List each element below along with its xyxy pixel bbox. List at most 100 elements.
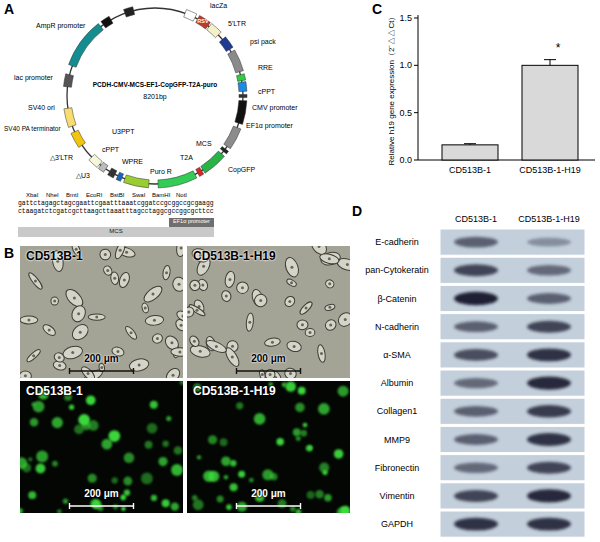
- cell-nucleus: [231, 356, 234, 359]
- cell-nucleus: [290, 266, 293, 269]
- site-label: BamHI: [152, 192, 170, 198]
- protein-band: [454, 518, 498, 531]
- plasmid-feature: [124, 7, 135, 17]
- fluorescent-cell: [221, 456, 231, 466]
- cell: [27, 271, 44, 290]
- cell-nucleus: [301, 323, 304, 326]
- fluorescent-cell: [88, 474, 97, 483]
- cell: [245, 313, 254, 332]
- label-slot: △U3: [76, 172, 90, 179]
- protein-band: [454, 237, 498, 248]
- label-slot: BmtI: [66, 192, 78, 198]
- label-slot: *: [556, 42, 561, 54]
- plasmid-feature: [224, 126, 241, 149]
- cell-nucleus: [290, 281, 293, 284]
- cell-nucleus: [293, 345, 296, 348]
- cell: [286, 340, 303, 354]
- protein-band: [454, 406, 498, 417]
- feature-label: AmpR promoter: [36, 22, 85, 29]
- micrograph-panel: CD513B-1-H19200 μm: [187, 246, 350, 378]
- cell-nucleus: [248, 321, 251, 324]
- label-slot: lac promoter: [14, 74, 53, 81]
- category-label: CD513B-1: [449, 166, 491, 175]
- fluorescent-cell: [174, 446, 183, 455]
- scale-label: 200 μm: [251, 354, 285, 364]
- label-slot: CD513B-1: [455, 215, 497, 224]
- cell-nucleus: [202, 265, 205, 268]
- fluorescent-cell: [270, 473, 277, 480]
- scale-bar: [70, 505, 134, 507]
- label-slot: CopGFP: [228, 166, 255, 173]
- scale-bar-end: [133, 368, 134, 374]
- cell-nucleus: [328, 306, 331, 309]
- plasmid-feature: [89, 154, 102, 167]
- fluorescent-cell: [290, 506, 296, 512]
- fluorescent-cell: [307, 491, 315, 499]
- micrograph-panel: CD513B-1-H19200 μm: [187, 381, 350, 513]
- plasmid-name: PCDH-CMV-MCS-EF1-CopGFP-T2A-puro: [93, 82, 218, 89]
- fluorescent-cell: [303, 423, 308, 428]
- plasmid-feature: [207, 24, 221, 38]
- label-slot: cPPT: [258, 88, 275, 95]
- cell-nucleus: [180, 247, 183, 250]
- label-slot: 1.0: [399, 61, 412, 70]
- protein-band: [527, 462, 571, 474]
- cell: [174, 318, 183, 333]
- feature-label: CopGFP: [228, 166, 255, 173]
- site-label: BstBI: [110, 192, 124, 198]
- cell-nucleus: [58, 364, 61, 367]
- blot-strip: [440, 511, 585, 537]
- protein-band: [454, 490, 498, 502]
- fluorescent-cell: [171, 464, 183, 476]
- label-slot: gattctagagctagcgaattcgaatttaaatcggatccgc…: [18, 201, 214, 207]
- fluorescent-cell: [171, 503, 179, 511]
- plasmid-feature: [69, 24, 104, 68]
- label-slot: cPPT: [102, 146, 119, 153]
- site-label: NotI: [176, 192, 187, 198]
- protein-band: [527, 489, 571, 502]
- fluorescent-cell: [124, 453, 134, 463]
- micrograph-ground: [20, 246, 183, 378]
- blot-strip: [440, 455, 585, 481]
- label-slot: GAPDH: [381, 520, 413, 529]
- label-slot: pan-Cytokeratin: [365, 266, 429, 275]
- label-slot: CD513B-1-H19: [519, 166, 581, 175]
- cell: [51, 297, 59, 305]
- label-slot: MCS: [196, 140, 212, 147]
- protein-band: [527, 321, 571, 333]
- blot-strip: [440, 398, 585, 424]
- label-slot: A: [4, 2, 14, 16]
- cell: [187, 305, 196, 319]
- tick-label: 0.0: [399, 156, 412, 165]
- protein-band: [527, 405, 571, 417]
- axis-tick: [414, 160, 418, 161]
- cell-nucleus: [201, 283, 204, 286]
- blot-strip: [440, 229, 585, 255]
- cell: [220, 290, 232, 303]
- fluorescent-cell: [145, 441, 153, 449]
- protein-label: MMP9: [384, 435, 410, 444]
- fluorescent-cell: [124, 490, 130, 496]
- cell: [297, 320, 308, 330]
- protein-band: [454, 378, 498, 388]
- western-blot: [440, 229, 585, 537]
- label-slot: D: [352, 204, 362, 218]
- cell: [283, 366, 298, 378]
- cell-nucleus: [231, 345, 234, 348]
- fluorescent-cell: [193, 499, 204, 510]
- plasmid-feature: [71, 130, 85, 147]
- panel-letter: D: [352, 204, 362, 218]
- cell: [20, 371, 31, 378]
- tick-label: 1.0: [399, 61, 412, 70]
- protein-band: [454, 321, 498, 332]
- fluorescent-cell: [334, 449, 344, 459]
- cell: [172, 276, 183, 292]
- site-label: SwaI: [132, 192, 145, 198]
- plasmid-feature: [196, 167, 204, 176]
- fluorescent-cell: [236, 402, 243, 409]
- cell: [205, 338, 228, 355]
- cell: [145, 315, 164, 326]
- cell-nucleus: [104, 253, 107, 256]
- error-cap: [544, 59, 556, 60]
